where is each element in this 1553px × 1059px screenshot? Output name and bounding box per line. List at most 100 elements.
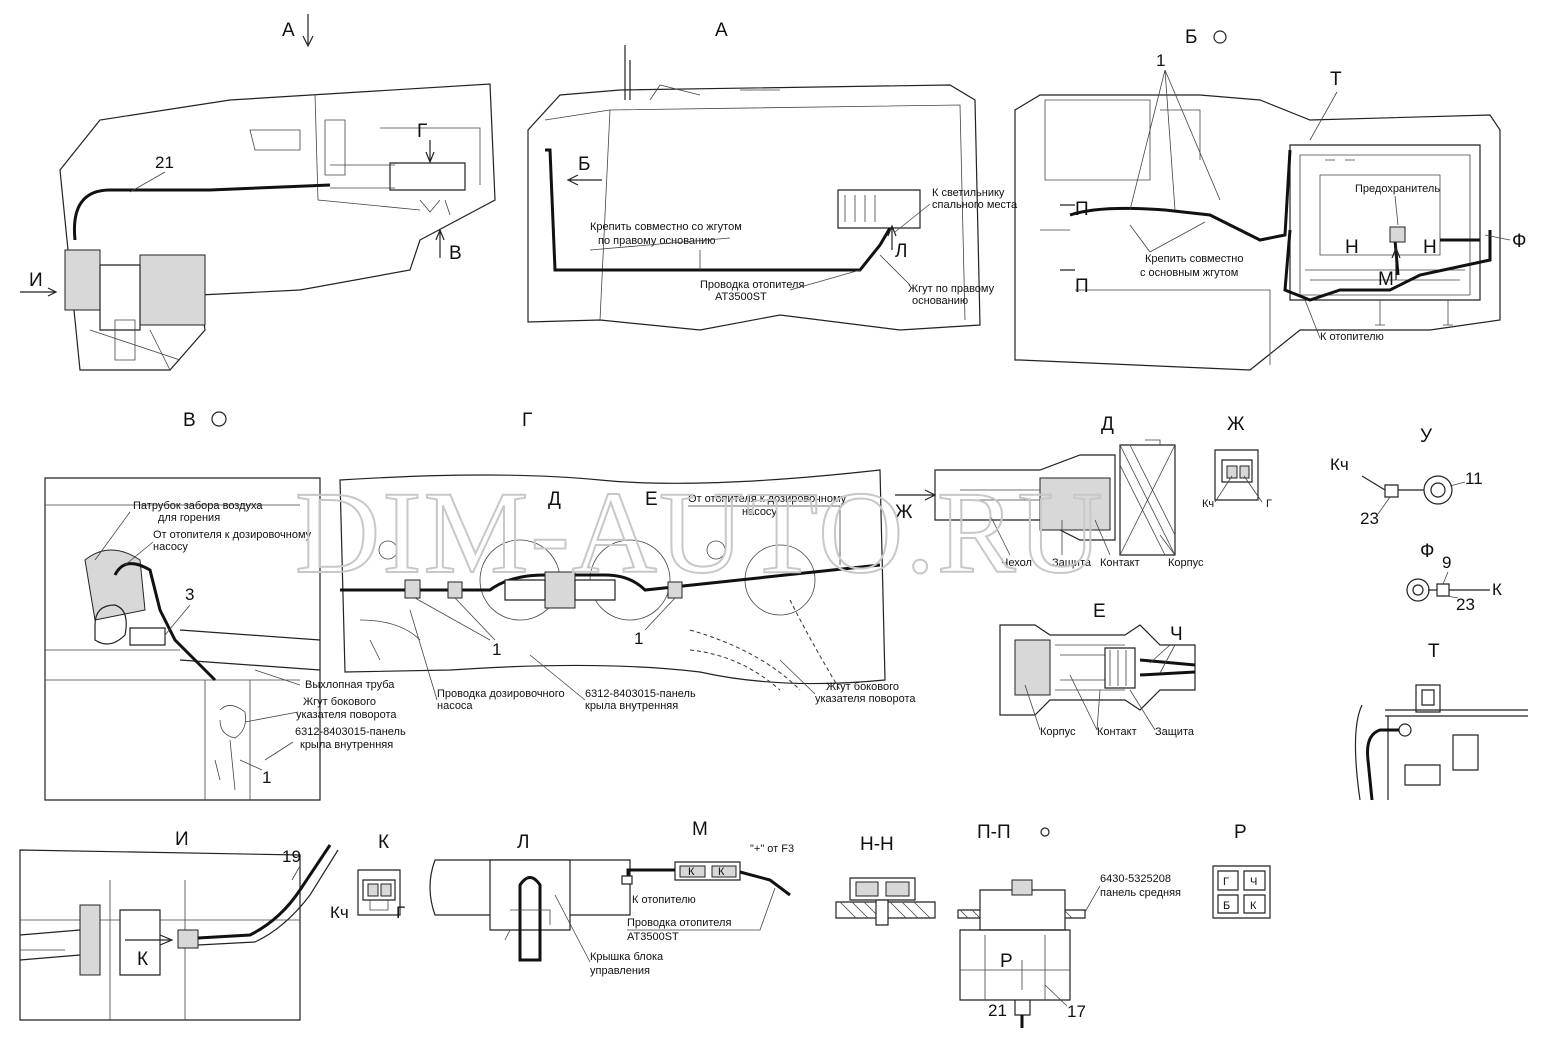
view-title-t: Т xyxy=(1428,641,1440,662)
view-t: Т xyxy=(1354,641,1528,801)
label-sleeper-lamp-1: К светильнику xyxy=(932,187,1005,199)
marker-ch: Ч xyxy=(1170,624,1183,645)
label-sleeper-lamp-2: спального места xyxy=(932,199,1018,211)
callout-1-g1: 1 xyxy=(492,640,501,659)
view-pp: П-П Р 21 17 6430-5325208 панель средняя xyxy=(957,822,1181,1028)
view-title-u: У xyxy=(1420,426,1433,447)
label-heater-wiring-1: Проводка отопителя xyxy=(700,279,804,291)
label-heater-pump-g-2: насосу xyxy=(742,506,777,518)
label-fix-main-2: с основным жгутом xyxy=(1140,267,1238,279)
callout-21-top: 21 xyxy=(155,153,174,172)
label-cover-2: управления xyxy=(590,965,650,977)
label-kontakt: Контакт xyxy=(1100,557,1140,569)
label-harness-right-1: Жгут по правому xyxy=(908,283,995,295)
label-pump-wiring-2: насоса xyxy=(437,700,473,712)
view-title-g: Г xyxy=(522,410,532,431)
callout-3: 3 xyxy=(185,585,194,604)
label-pump-wiring-1: Проводка дозировочного xyxy=(437,688,565,700)
marker-p-bottom: П xyxy=(1075,276,1089,297)
m-cell-k1: К xyxy=(688,866,695,878)
callout-17: 17 xyxy=(1067,1002,1086,1021)
callout-1-g2: 1 xyxy=(634,629,643,648)
heater-wiring-at3500st xyxy=(545,148,892,272)
label-heater-pump-2: насосу xyxy=(153,541,188,553)
label-kch-zh: Кч xyxy=(1202,498,1214,510)
view-zh: Ж Кч Г xyxy=(1202,414,1272,510)
marker-n-left: Н xyxy=(1345,237,1359,258)
label-k-f: К xyxy=(1492,580,1502,599)
label-panel-g-1: 6312-8403015-панель xyxy=(585,688,696,700)
view-v: В 3 1 Патрубок забора воздуха для горени… xyxy=(44,410,406,801)
heater-pump-harness-v xyxy=(113,562,217,682)
label-heater-wiring-m-1: Проводка отопителя xyxy=(627,917,731,929)
marker-r: Р xyxy=(1000,951,1013,972)
view-title-a-left: А xyxy=(282,20,295,41)
marker-i: И xyxy=(29,270,43,291)
label-plus-f3: "+" от F3 xyxy=(750,843,794,855)
view-title-l: Л xyxy=(517,832,529,853)
view-a-cab: А Б Л Крепить совместно со жгутом по пра… xyxy=(527,20,1018,331)
label-kch-k: Кч xyxy=(330,903,349,922)
callout-9: 9 xyxy=(1442,553,1451,572)
label-heater-pump-1: От отопителя к дозировочному xyxy=(153,529,312,541)
r-cell-k: К xyxy=(1250,900,1257,912)
label-heater-wiring-2: AT3500ST xyxy=(715,291,767,303)
view-title-b: Б xyxy=(1185,27,1197,48)
heater-harness-21 xyxy=(72,183,331,241)
label-fix-right-1: Крепить совместно со жгутом xyxy=(590,221,742,233)
marker-v: В xyxy=(449,243,462,264)
label-side-ind-1: Жгут бокового xyxy=(303,696,376,708)
label-korpus-e: Корпус xyxy=(1040,726,1076,738)
marker-m: М xyxy=(1378,269,1394,290)
callout-21-pp: 21 xyxy=(988,1001,1007,1020)
view-i: И К 19 xyxy=(19,829,339,1021)
label-side-ind-2: указателя поворота xyxy=(296,709,397,721)
label-g-k: Г xyxy=(396,903,405,922)
view-k: К Кч Г xyxy=(330,832,405,922)
view-title-v: В xyxy=(183,410,196,431)
view-a-side: А И В Г 21 xyxy=(20,14,496,371)
r-cell-ch: Ч xyxy=(1250,876,1257,888)
marker-f: Ф xyxy=(1512,231,1526,252)
label-cover-1: Крышка блока xyxy=(590,951,664,963)
marker-g: Г xyxy=(417,121,427,142)
r-cell-b: Б xyxy=(1223,900,1230,912)
view-title-m: М xyxy=(692,819,708,840)
marker-l: Л xyxy=(895,241,907,262)
view-u: У Кч 11 23 xyxy=(1330,426,1483,528)
main-harness xyxy=(1069,149,1292,242)
r-cell-g: Г xyxy=(1223,876,1229,888)
marker-zh: Ж xyxy=(895,502,913,523)
view-e: Е Ч Корпус Контакт Защита xyxy=(999,601,1196,738)
label-zashchita: Защита xyxy=(1052,557,1092,569)
marker-k: К xyxy=(137,949,148,970)
view-title-f: Ф xyxy=(1420,541,1434,562)
callout-1-b: 1 xyxy=(1156,51,1165,70)
view-d: Д Ж Чехол Защита Контакт Корпус xyxy=(895,414,1204,569)
view-f: Ф 9 К 23 xyxy=(1406,541,1502,614)
label-g-zh: Г xyxy=(1266,498,1272,510)
callout-19: 19 xyxy=(282,847,301,866)
view-title-i: И xyxy=(175,829,189,850)
view-nn: Н-Н xyxy=(835,834,936,926)
label-kontakt-e: Контакт xyxy=(1097,726,1137,738)
marker-b: Б xyxy=(578,154,590,175)
label-to-heater-m: К отопителю xyxy=(632,894,696,906)
label-side-ind-g-2: указателя поворота xyxy=(815,693,916,705)
label-panel-2: крыла внутренняя xyxy=(300,739,393,751)
label-to-heater: К отопителю xyxy=(1320,331,1384,343)
view-title-d: Д xyxy=(1101,414,1114,435)
callout-23-u: 23 xyxy=(1360,509,1379,528)
marker-p-top: П xyxy=(1075,199,1089,220)
callout-11: 11 xyxy=(1465,469,1483,488)
label-zashchita-e: Защита xyxy=(1155,726,1195,738)
view-title-k: К xyxy=(378,832,389,853)
label-exhaust: Выхлопная труба xyxy=(305,679,395,691)
label-fix-right-2: по правому основанию xyxy=(598,235,716,247)
marker-e: Е xyxy=(645,489,658,510)
label-mid-panel-1: 6430-5325208 xyxy=(1100,873,1171,885)
view-r: Р Г Ч Б К xyxy=(1212,822,1271,919)
label-intake-2: для горения xyxy=(158,512,220,524)
label-intake-1: Патрубок забора воздуха xyxy=(133,500,263,512)
